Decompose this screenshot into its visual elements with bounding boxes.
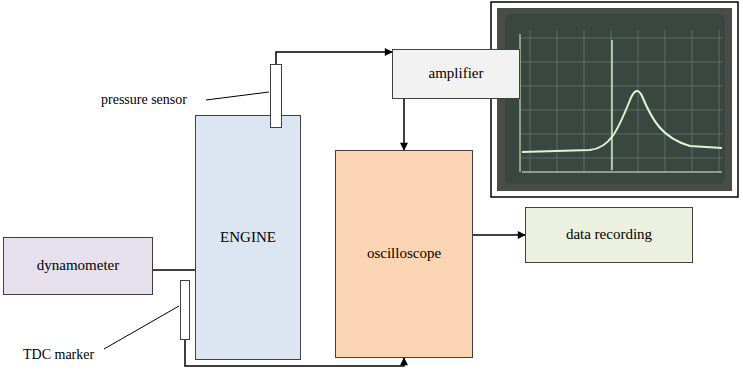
- process-box: dynamometer: [3, 237, 153, 295]
- node-text: data recording: [566, 226, 652, 243]
- oscilloscope-photo: [497, 8, 732, 191]
- tdc-marker: TDC marker: [180, 280, 190, 340]
- screen-grid: [520, 30, 722, 172]
- node-text: ENGINE: [220, 229, 276, 246]
- connector: [403, 99, 405, 150]
- node-label: TDC marker: [23, 347, 94, 363]
- tdc-pulse: [611, 40, 612, 170]
- engine-box: ENGINE: [195, 115, 301, 360]
- connector: [153, 269, 195, 271]
- pressure-trace: [522, 91, 722, 152]
- connector: [473, 234, 525, 236]
- pressure-sensor: pressure sensor: [270, 64, 282, 128]
- process-box: oscilloscope: [335, 150, 473, 358]
- node-text: amplifier: [429, 65, 484, 82]
- tdc-trace: [522, 172, 722, 173]
- leader-line: [206, 92, 269, 100]
- node-label: pressure sensor: [101, 92, 187, 108]
- leader-line: [104, 306, 179, 349]
- process-box: data recording: [525, 207, 693, 263]
- node-text: dynamometer: [37, 257, 119, 274]
- photo-frame: [491, 2, 738, 197]
- connector: [276, 52, 392, 64]
- process-box: amplifier: [392, 49, 520, 99]
- screen: [505, 14, 725, 184]
- node-text: oscilloscope: [367, 245, 441, 262]
